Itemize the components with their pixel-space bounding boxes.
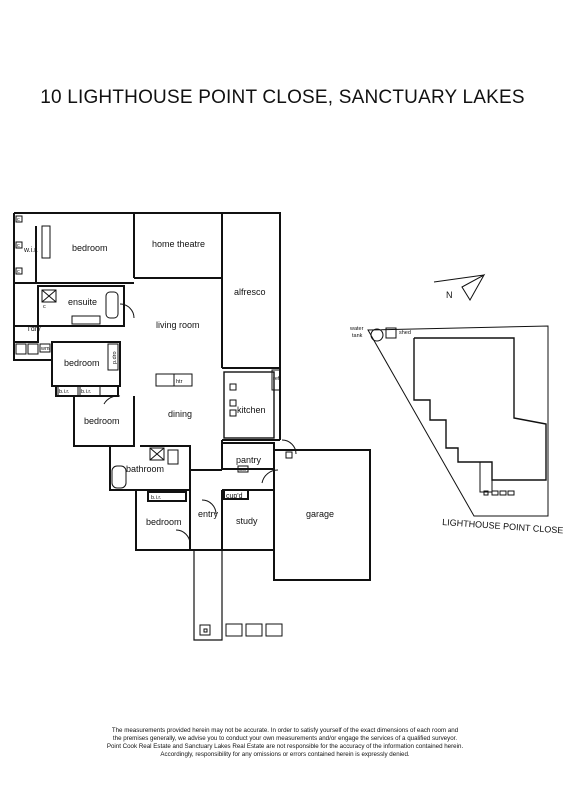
water-tank-label-2: tank (352, 333, 363, 339)
entry-label: entry (198, 509, 219, 519)
htr-label: htr (176, 379, 183, 385)
bir-2-label: b.i.r. (81, 389, 92, 395)
garage-label: garage (306, 509, 334, 519)
ref-label: ref (273, 376, 280, 382)
pantry-label: pantry (236, 455, 262, 465)
bedroom-3-label: bedroom (84, 416, 120, 426)
disclaimer-line: Accordingly, responsibility for any omis… (160, 751, 410, 758)
ensuite-label: ensuite (68, 297, 97, 307)
disclaimer-line: the premises generally, we advise you to… (112, 735, 458, 742)
c3-label: c (17, 269, 20, 275)
page-title: 10 LIGHTHOUSE POINT CLOSE, SANCTUARY LAK… (40, 87, 525, 108)
pdr-label: p.dro (112, 351, 118, 364)
c2-label: c (17, 243, 20, 249)
disclaimer: The measurements provided herein may not… (70, 727, 500, 759)
floor-plan: w.i.r. bedroom home theatre alfresco ens… (13, 212, 564, 641)
wir-label: w.i.r. (23, 247, 38, 254)
north-label: N (446, 290, 453, 300)
street-label: LIGHTHOUSE POINT CLOSE (442, 517, 564, 535)
c4-label: c (43, 304, 46, 310)
disclaimer-line: Point Cook Real Estate and Sanctuary Lak… (106, 743, 464, 750)
bir-1-label: b.i.r. (59, 389, 70, 395)
cupd-label: cup'd (226, 493, 243, 500)
home-theatre-label: home theatre (152, 239, 205, 249)
bedroom-master-label: bedroom (72, 243, 108, 253)
dining-label: dining (168, 409, 192, 419)
study-label: study (236, 516, 258, 526)
ldry-label: l'dry (28, 326, 41, 333)
kitchen-label: kitchen (237, 405, 266, 415)
bir-3-label: b.i.r. (151, 495, 162, 501)
shed-label: shed (399, 330, 411, 336)
wo-label: wo (238, 467, 246, 473)
bedroom-2-label: bedroom (64, 358, 100, 368)
water-tank-label-1: water (349, 326, 364, 332)
bathroom-label: bathroom (126, 464, 164, 474)
disclaimer-line: The measurements provided herein may not… (111, 727, 459, 734)
wm-label: wm (40, 346, 50, 352)
bedroom-4-label: bedroom (146, 517, 182, 527)
c1-label: c (17, 217, 20, 223)
living-room-label: living room (156, 320, 200, 330)
alfresco-label: alfresco (234, 287, 266, 297)
